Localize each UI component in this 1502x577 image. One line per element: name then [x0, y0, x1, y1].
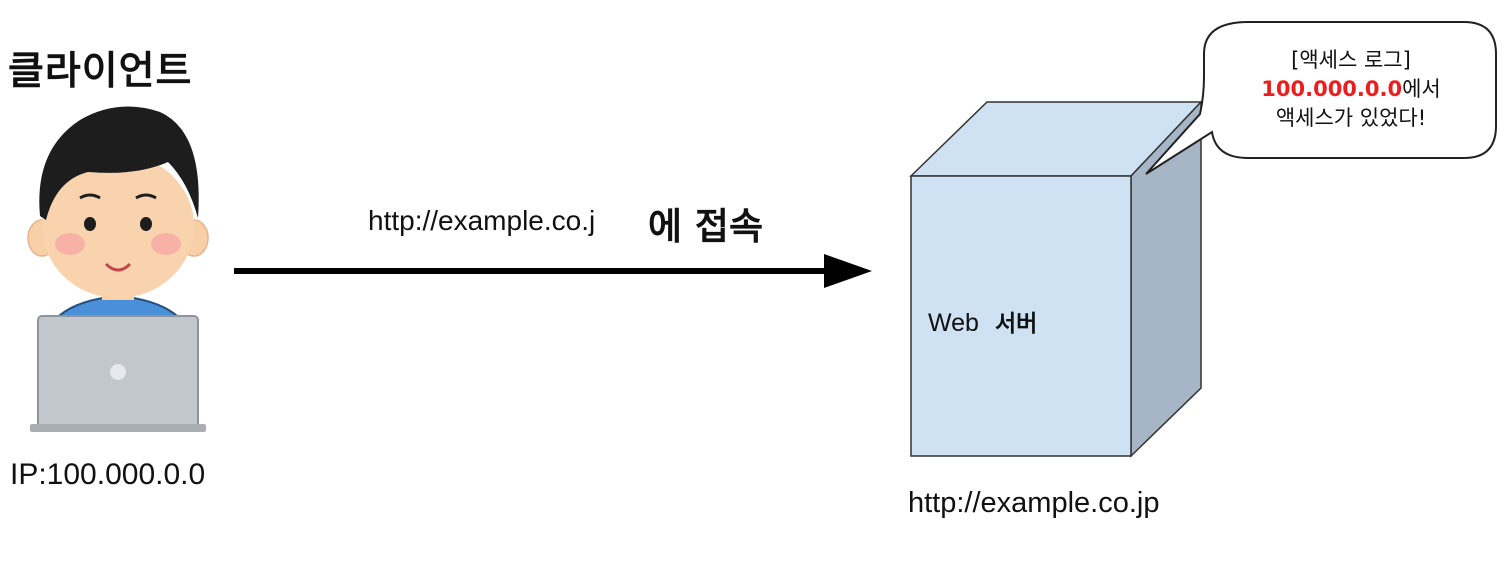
log-message: 액세스가 있었다! [1275, 106, 1427, 130]
access-log-bubble: [액세스 로그] 100.000.0.0에서 액세스가 있었다! [1206, 46, 1496, 133]
log-ip: 100.000.0.0 [1261, 77, 1403, 101]
server-label: Web 서버 [928, 304, 1037, 338]
server-label-ko: 서버 [994, 311, 1038, 337]
client-ip: IP:100.000.0.0 [10, 458, 206, 491]
client-title: 클라이언트 [8, 49, 193, 94]
user-with-laptop-icon [27, 106, 209, 432]
access-url: http://example.co.j [368, 205, 596, 236]
log-title: [액세스 로그] [1291, 48, 1411, 72]
server-url: http://example.co.jp [908, 487, 1160, 519]
log-ip-suffix: 에서 [1402, 77, 1441, 101]
arrow-right-icon [234, 254, 872, 288]
log-ip-line: 100.000.0.0에서 [1206, 75, 1496, 104]
server-box-icon [909, 100, 1203, 458]
speech-bubble-icon [1145, 21, 1497, 175]
server-label-en: Web [928, 309, 979, 337]
access-verb: 에 접속 [648, 205, 764, 248]
